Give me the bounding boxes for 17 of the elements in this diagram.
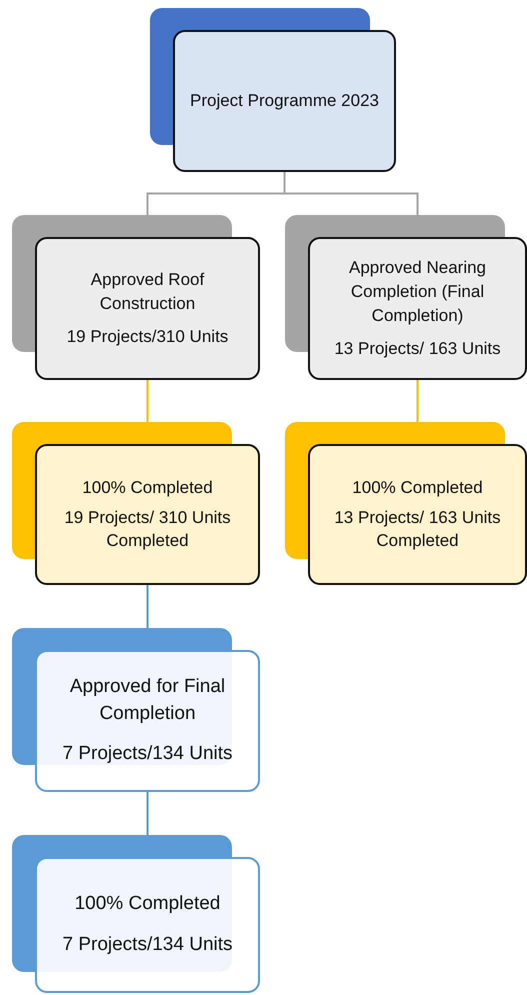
box-heading: Project Programme 2023 xyxy=(190,90,379,112)
connector-line xyxy=(146,792,148,835)
box-text: 19 Projects/ 310 Units Completed xyxy=(63,506,232,552)
box-heading: 100% Completed xyxy=(82,476,213,499)
box-text: 7 Projects/134 Units xyxy=(62,933,233,957)
connector-line xyxy=(146,585,148,628)
box-text: 13 Projects/ 163 Units xyxy=(334,338,501,360)
connector-line xyxy=(416,380,418,422)
box-text: 19 Projects/310 Units xyxy=(66,326,228,348)
box-heading: Approved Roof Construction xyxy=(90,268,206,315)
box-text: 7 Projects/134 Units xyxy=(62,742,233,766)
box-text: 13 Projects/ 163 Units Completed xyxy=(333,506,502,552)
box-heading: Approved Nearing Completion (Final Completion) xyxy=(348,256,488,326)
box-heading: Approved for Final Completion xyxy=(68,675,226,726)
box-heading: 100% Completed xyxy=(74,892,220,916)
connector-line xyxy=(146,380,148,422)
box-heading: 100% Completed xyxy=(352,476,483,499)
